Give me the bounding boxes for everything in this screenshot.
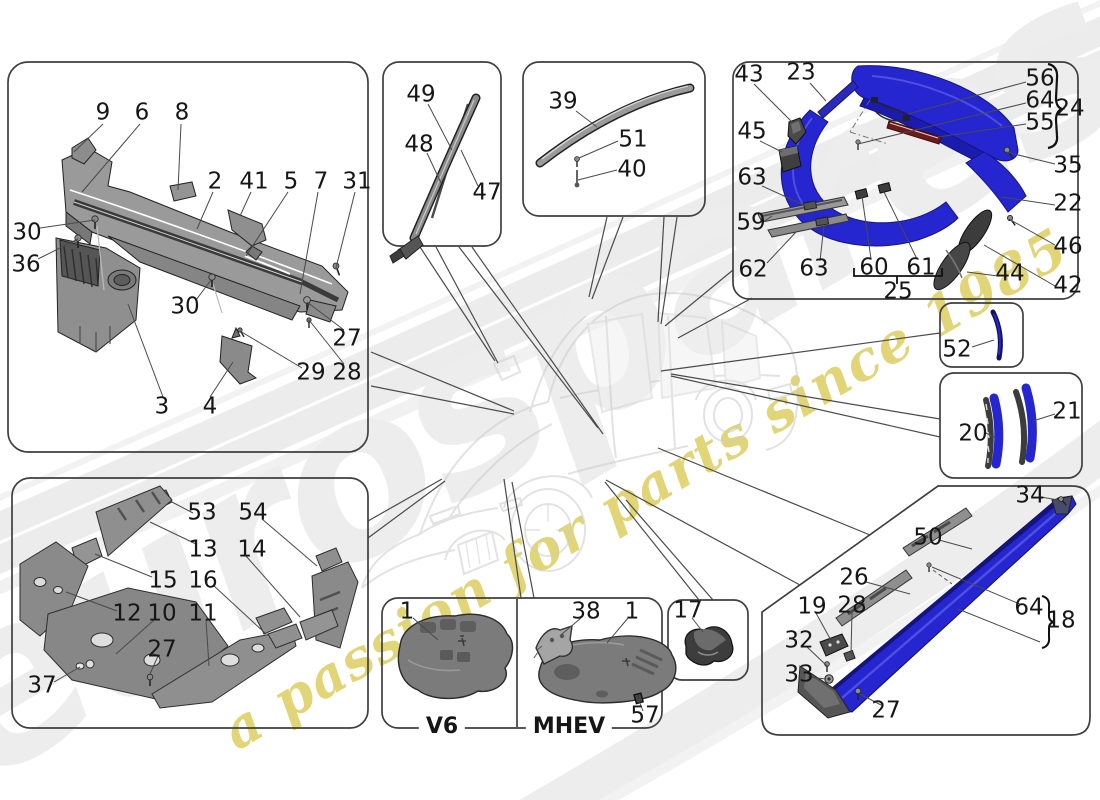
box-tailgate-trims <box>732 61 1079 300</box>
part-pillar-applique-pair <box>983 383 1037 469</box>
part-sill-trim <box>797 495 1077 719</box>
part-tailgate-trims <box>757 65 1027 291</box>
part-underfloor-shields <box>19 485 359 709</box>
part-pillar-applique-upper <box>990 309 1003 361</box>
part-a-pillar-trim <box>389 93 481 264</box>
box-roof-molding <box>522 61 706 217</box>
box-sill-trim <box>761 485 1091 736</box>
box-cowl-scuttle <box>7 61 369 453</box>
box-pillar-pair <box>939 372 1083 479</box>
part-engine-cover-mhev <box>533 624 677 705</box>
part-air-duct <box>684 626 734 666</box>
part-cowl-scuttle-assembly <box>55 137 349 385</box>
part-engine-cover-v6 <box>397 613 514 700</box>
box-underfloor-shields <box>11 477 369 729</box>
callout-boxes <box>7 61 1091 736</box>
label-pointer-lines <box>37 81 1059 712</box>
leader-lines <box>367 216 941 601</box>
box-air-duct <box>667 599 749 681</box>
box-pillar-upper <box>939 302 1024 368</box>
group-braces <box>853 62 1066 649</box>
part-roof-molding <box>535 83 695 188</box>
box-a-pillar-trim <box>382 61 502 247</box>
vehicle-outline <box>361 292 799 589</box>
